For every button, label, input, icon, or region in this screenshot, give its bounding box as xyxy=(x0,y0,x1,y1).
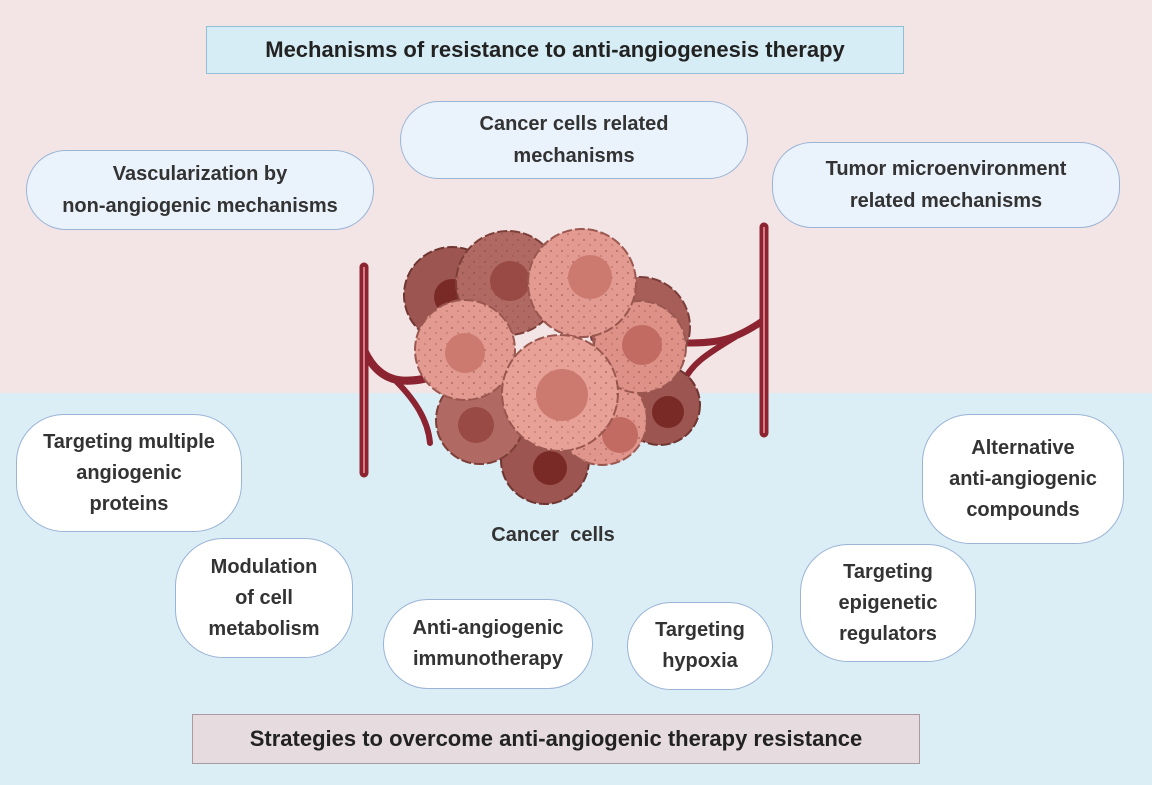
strategy-epigenetic: Targeting epigenetic regulators xyxy=(800,544,976,662)
strategy-cell-metabolism: Modulation of cell metabolism xyxy=(175,538,353,658)
strategy-alternative-compounds: Alternative anti-angiogenic compounds xyxy=(922,414,1124,544)
cancer-cells-caption: Cancer cells xyxy=(491,524,615,546)
tumor-illustration xyxy=(359,222,769,505)
strategy-immunotherapy: Anti-angiogenic immunotherapy xyxy=(383,599,593,689)
strategy-hypoxia: Targeting hypoxia xyxy=(627,602,773,690)
strategies-title: Strategies to overcome anti-angiogenic t… xyxy=(192,714,920,764)
strategy-multiple-proteins: Targeting multiple angiogenic proteins xyxy=(16,414,242,532)
mechanism-cancer-cells: Cancer cells related mechanisms xyxy=(400,101,748,179)
mechanism-microenvironment: Tumor microenvironment related mechanism… xyxy=(772,142,1120,228)
mechanisms-title: Mechanisms of resistance to anti-angioge… xyxy=(206,26,904,74)
cancer-cells-icon xyxy=(403,228,701,505)
mechanism-vascularization: Vascularization by non-angiogenic mechan… xyxy=(26,150,374,230)
